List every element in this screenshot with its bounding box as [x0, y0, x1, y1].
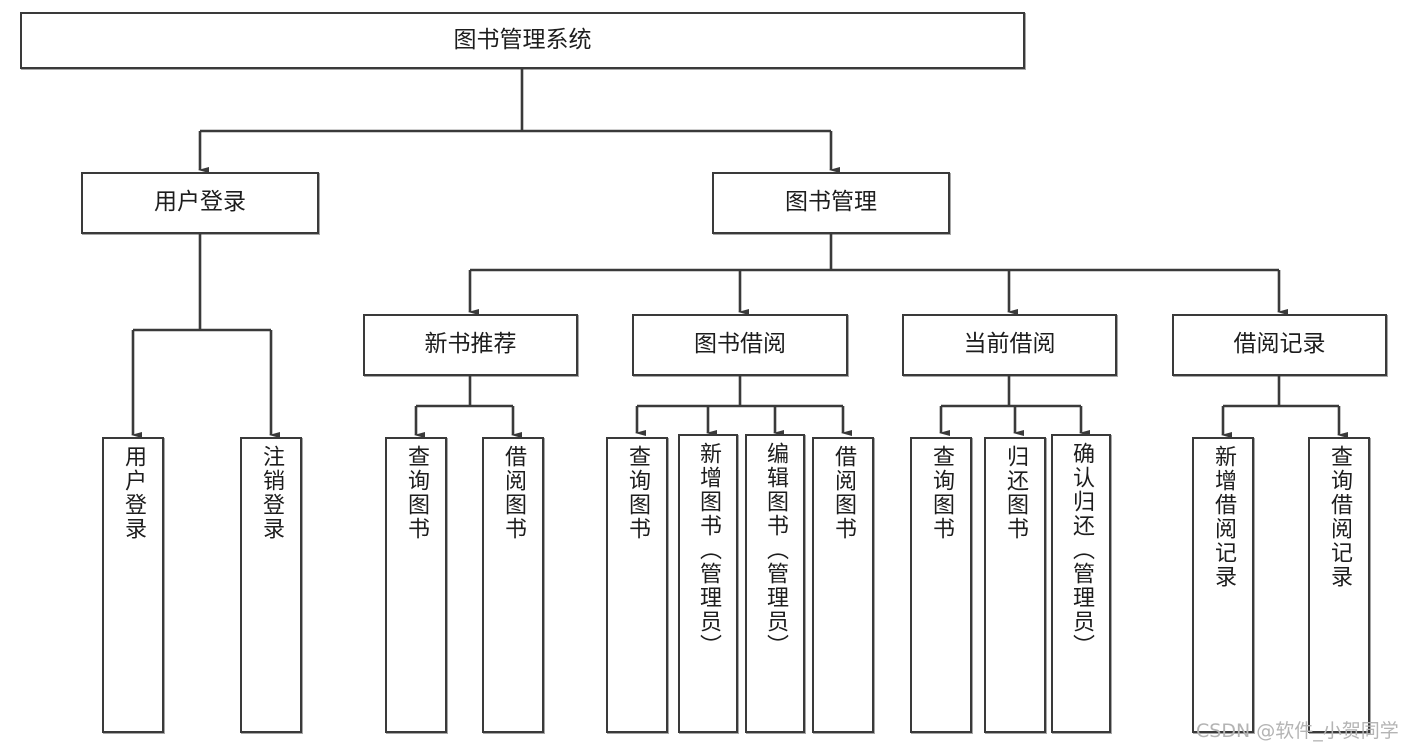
node-l3-3[interactable]: 借阅记录	[1172, 314, 1387, 376]
node-leaf-7[interactable]: 借阅图书	[812, 437, 874, 733]
node-leaf-12-label: 查询借阅记录	[1327, 445, 1352, 589]
node-l3-2[interactable]: 当前借阅	[902, 314, 1117, 376]
node-leaf-5[interactable]: 新增图书（管理员）	[678, 434, 738, 733]
node-leaf-0[interactable]: 用户登录	[102, 437, 164, 733]
node-leaf-11-label: 新增借阅记录	[1211, 445, 1236, 589]
node-leaf-3[interactable]: 借阅图书	[482, 437, 544, 733]
node-leaf-9[interactable]: 归还图书	[984, 437, 1046, 733]
node-l3-1[interactable]: 图书借阅	[632, 314, 848, 376]
node-leaf-0-label: 用户登录	[121, 445, 146, 541]
node-l3-1-label: 图书借阅	[694, 331, 786, 358]
node-leaf-6-label: 编辑图书（管理员）	[763, 442, 788, 658]
node-leaf-12[interactable]: 查询借阅记录	[1308, 437, 1370, 733]
node-leaf-10[interactable]: 确认归还（管理员）	[1051, 434, 1111, 733]
node-leaf-1[interactable]: 注销登录	[240, 437, 302, 733]
node-leaf-2-label: 查询图书	[404, 445, 429, 541]
node-leaf-4[interactable]: 查询图书	[606, 437, 668, 733]
node-leaf-10-label: 确认归还（管理员）	[1069, 442, 1094, 658]
node-l2-0-label: 用户登录	[154, 189, 246, 216]
node-l3-2-label: 当前借阅	[963, 331, 1056, 358]
node-leaf-11[interactable]: 新增借阅记录	[1192, 437, 1254, 733]
node-leaf-3-label: 借阅图书	[501, 445, 526, 541]
node-l2-1[interactable]: 图书管理	[712, 172, 950, 234]
node-leaf-8-label: 查询图书	[929, 445, 954, 541]
node-root-system[interactable]: 图书管理系统	[20, 12, 1025, 69]
node-l2-1-label: 图书管理	[785, 189, 877, 216]
node-leaf-8[interactable]: 查询图书	[910, 437, 972, 733]
node-root-system-label: 图书管理系统	[453, 26, 592, 53]
node-leaf-9-label: 归还图书	[1003, 445, 1028, 541]
node-leaf-5-label: 新增图书（管理员）	[696, 442, 721, 658]
node-leaf-2[interactable]: 查询图书	[385, 437, 447, 733]
node-l3-3-label: 借阅记录	[1233, 331, 1326, 358]
node-l3-0[interactable]: 新书推荐	[363, 314, 578, 376]
node-leaf-1-label: 注销登录	[259, 445, 284, 541]
node-l2-0[interactable]: 用户登录	[81, 172, 319, 234]
node-l3-0-label: 新书推荐	[424, 331, 517, 358]
node-leaf-6[interactable]: 编辑图书（管理员）	[745, 434, 805, 733]
node-leaf-4-label: 查询图书	[625, 445, 650, 541]
node-leaf-7-label: 借阅图书	[831, 445, 856, 541]
